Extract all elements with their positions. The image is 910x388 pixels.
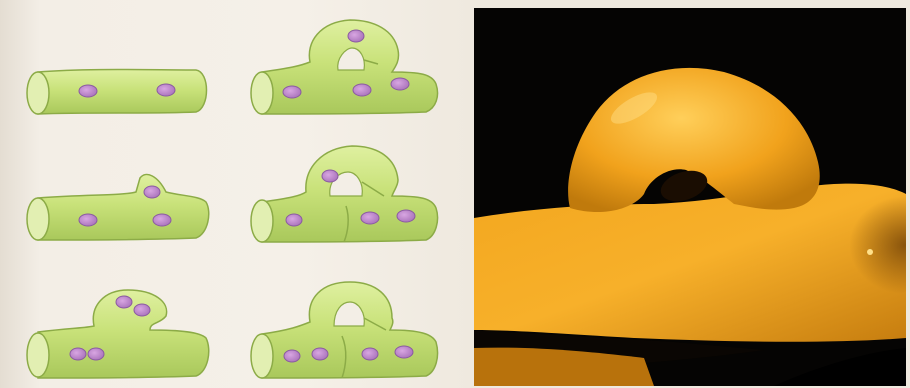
hypha-cut-end xyxy=(251,200,273,242)
nucleus xyxy=(362,348,378,360)
hypha-cut-end xyxy=(27,198,49,240)
nucleus xyxy=(284,350,300,362)
nucleus xyxy=(361,212,379,224)
stage-3-hypha xyxy=(27,290,209,378)
micrograph-svg xyxy=(474,8,906,386)
nucleus xyxy=(322,170,338,182)
nucleus xyxy=(79,85,97,97)
nucleus xyxy=(286,214,302,226)
nucleus xyxy=(157,84,175,96)
stage-1-hypha xyxy=(27,70,207,115)
nucleus xyxy=(395,346,413,358)
stage-4-hypha xyxy=(251,20,438,114)
hypha-cut-end xyxy=(251,334,273,378)
nucleus xyxy=(283,86,301,98)
stage-6-hypha xyxy=(251,282,438,378)
nucleus xyxy=(348,30,364,42)
nucleus xyxy=(88,348,104,360)
nucleus xyxy=(353,84,371,96)
nucleus xyxy=(144,186,160,198)
nucleus xyxy=(312,348,328,360)
stage-5-hypha xyxy=(251,146,438,242)
nucleus xyxy=(134,304,150,316)
clamp-connection-diagram xyxy=(0,0,470,388)
stage-2-hypha xyxy=(27,174,209,240)
nucleus xyxy=(70,348,86,360)
nucleus xyxy=(391,78,409,90)
hypha-cut-end xyxy=(27,72,49,114)
nucleus xyxy=(116,296,132,308)
nucleus xyxy=(153,214,171,226)
nucleus xyxy=(397,210,415,222)
nucleus xyxy=(79,214,97,226)
hypha-cut-end xyxy=(251,72,273,114)
clamp-connection-micrograph xyxy=(474,8,906,386)
diagram-svg xyxy=(0,0,470,388)
hypha-cut-end xyxy=(27,333,49,377)
surface-speck xyxy=(867,249,873,255)
